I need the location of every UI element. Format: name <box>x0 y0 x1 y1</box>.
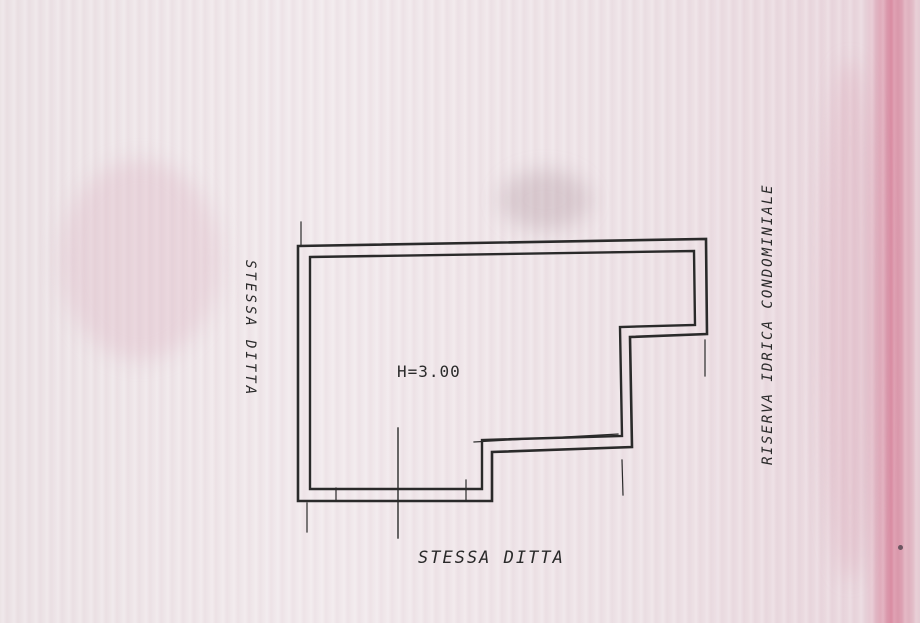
paper-stain <box>500 170 590 230</box>
outer-wall-outline <box>296 237 709 503</box>
bottom-neighbor-label: STESSA DITTA <box>418 548 565 568</box>
wall-detail-line <box>473 433 619 443</box>
right-neighbor-label: RISERVA IDRICA CONDOMINIALE <box>760 183 776 465</box>
dimension-tick <box>621 459 624 496</box>
paper-stain <box>820 60 880 580</box>
room-height-label: H=3.00 <box>397 362 461 381</box>
paper-stain <box>60 160 220 360</box>
wall-detail-line <box>611 250 691 253</box>
edge-dot <box>898 545 903 550</box>
inner-wall-outline <box>308 249 697 491</box>
left-neighbor-label: STESSA DITTA <box>242 260 258 398</box>
